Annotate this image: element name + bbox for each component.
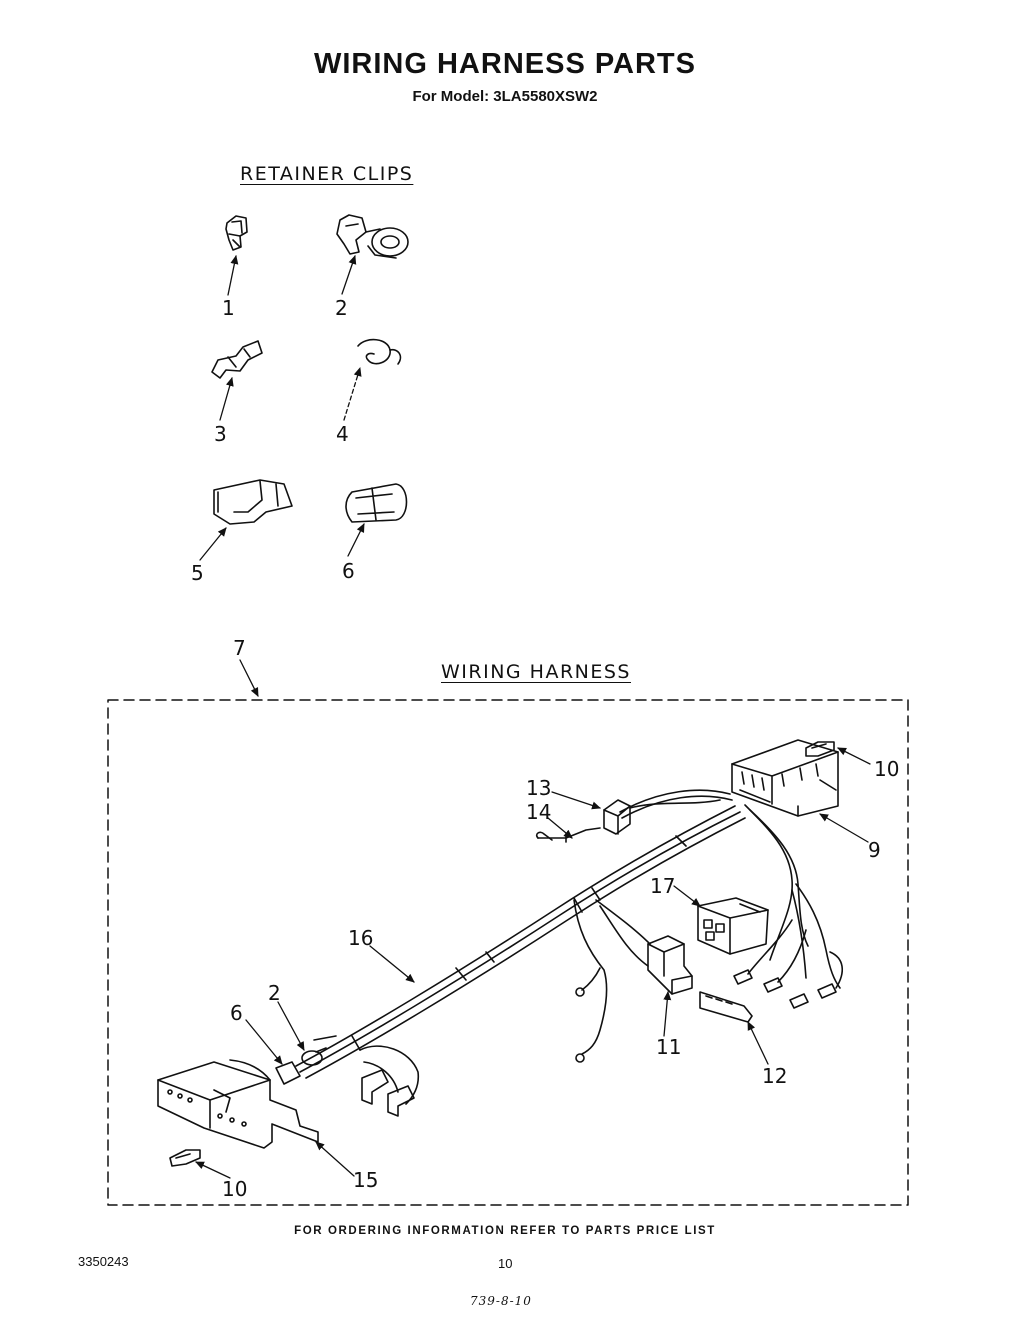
terminal-10-bottom xyxy=(169,1149,201,1167)
connector-17 xyxy=(697,897,769,955)
callout-clip-1: 1 xyxy=(222,296,235,320)
callout-terminal-10-top: 10 xyxy=(874,757,900,781)
harness-dashed-frame xyxy=(107,699,909,1206)
callout-13: 13 xyxy=(526,776,552,800)
harness-trunk xyxy=(295,805,746,1079)
retainer-clip-6-drawing xyxy=(345,483,408,523)
retainer-clip-4-drawing xyxy=(357,338,402,365)
document-number: 3350243 xyxy=(78,1254,129,1269)
callout-terminal-10-bottom: 10 xyxy=(222,1177,248,1201)
terminal-10-top xyxy=(805,741,835,757)
connector-block-9 xyxy=(731,739,839,817)
callout-clip-2: 2 xyxy=(335,296,348,320)
harness-assembly-arrow xyxy=(239,659,259,697)
handwritten-code: 739-8-10 xyxy=(470,1294,532,1308)
wiring-harness-heading: WIRING HARNESS xyxy=(441,661,631,683)
callout-clip-6: 6 xyxy=(342,559,355,583)
retainer-clip-2-drawing xyxy=(336,214,409,259)
retainer-clip-1-drawing xyxy=(225,215,248,251)
retainer-clip-5-drawing xyxy=(213,479,293,525)
callout-clip-5: 5 xyxy=(191,561,204,585)
model-subtitle: For Model: 3LA5580XSW2 xyxy=(412,88,598,105)
callout-14: 14 xyxy=(526,800,552,824)
harness-clip-6 xyxy=(275,1061,301,1085)
callout-clip-4: 4 xyxy=(336,422,349,446)
harness-clip-2 xyxy=(301,1047,327,1066)
retainer-clip-arrows xyxy=(199,255,365,561)
connector-13 xyxy=(603,799,721,835)
switch-11 xyxy=(595,899,693,995)
callout-9: 9 xyxy=(868,838,881,862)
callout-11: 11 xyxy=(656,1035,682,1059)
callout-clip-3: 3 xyxy=(214,422,227,446)
part-12 xyxy=(699,991,753,1023)
callout-16: 16 xyxy=(348,926,374,950)
ground-leads xyxy=(573,899,608,1063)
spade-terminals xyxy=(733,919,843,1009)
connector-block-15 xyxy=(157,1059,319,1149)
callout-harness-7: 7 xyxy=(233,636,246,660)
harness-callout-arrows xyxy=(195,747,871,1179)
harness-left-brackets xyxy=(313,1035,420,1117)
callout-6-harness: 6 xyxy=(230,1001,243,1025)
page-title: WIRING HARNESS PARTS xyxy=(314,48,696,80)
retainer-clips-heading: RETAINER CLIPS xyxy=(240,163,414,185)
retainer-clip-3-drawing xyxy=(211,340,263,379)
callout-2-harness: 2 xyxy=(268,981,281,1005)
page-number: 10 xyxy=(498,1256,513,1271)
callout-15: 15 xyxy=(353,1168,379,1192)
callout-12: 12 xyxy=(762,1064,788,1088)
callout-17: 17 xyxy=(650,874,676,898)
ordering-note: FOR ORDERING INFORMATION REFER TO PARTS … xyxy=(294,1225,716,1237)
harness-branch-top xyxy=(619,789,841,989)
